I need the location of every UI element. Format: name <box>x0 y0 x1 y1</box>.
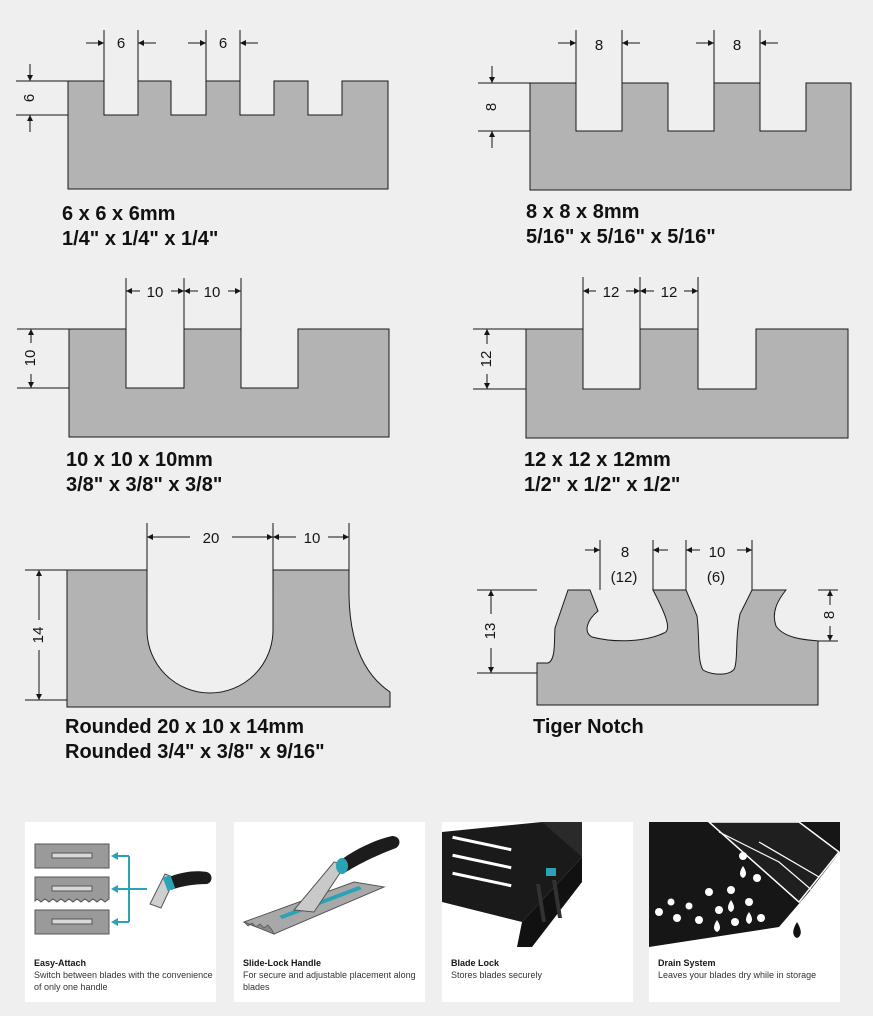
caption-12mm-metric: 12 x 12 x 12mm <box>524 449 671 471</box>
caption-6mm-imperial: 1/4" x 1/4" x 1/4" <box>62 228 219 250</box>
caption-12mm-imperial: 1/2" x 1/2" x 1/2" <box>524 474 681 496</box>
dim-tiger-width-2: 10 <box>709 544 726 561</box>
feature-desc-blade-lock: Stores blades securely <box>451 970 543 980</box>
dim-tiger-width-1: 8 <box>621 544 629 561</box>
caption-10mm-metric: 10 x 10 x 10mm <box>66 449 213 471</box>
feature-card-slide-lock: Slide-Lock Handle For secure and adjusta… <box>234 822 425 1002</box>
caption-rounded-metric: Rounded 20 x 10 x 14mm <box>65 716 304 738</box>
caption-rounded-imperial: Rounded 3/4" x 3/8" x 9/16" <box>65 741 325 763</box>
feature-card-drain-system: Drain System Leaves your blades dry whil… <box>649 822 840 1002</box>
caption-tiger: Tiger Notch <box>533 716 644 738</box>
blade-lock-illustration <box>442 822 633 947</box>
dim-tiger-width-2-alt: (6) <box>707 569 725 586</box>
feature-desc-slide-lock: For secure and adjustable placement alon… <box>243 970 416 992</box>
dim-rounded-width: 20 <box>203 530 220 547</box>
dim-10mm-width-2: 10 <box>204 284 221 301</box>
profile-12mm: 12 12 12 <box>473 277 849 439</box>
profile-8mm-shape <box>529 82 852 191</box>
dim-10mm-width-1: 10 <box>147 284 164 301</box>
feature-title-slide-lock: Slide-Lock Handle <box>243 958 322 968</box>
profile-rounded-shape <box>66 569 391 708</box>
profile-10mm: 10 10 10 <box>17 278 390 438</box>
dim-8mm-depth: 8 <box>483 103 500 111</box>
dim-rounded-depth: 14 <box>30 627 47 644</box>
profile-rounded: 20 10 14 <box>25 523 391 708</box>
drain-system-illustration <box>649 822 840 947</box>
caption-10mm-imperial: 3/8" x 3/8" x 3/8" <box>66 474 223 496</box>
caption-8mm-metric: 8 x 8 x 8mm <box>526 201 640 223</box>
dim-10mm-depth: 10 <box>22 350 39 367</box>
feature-card-easy-attach: Easy-Attach Switch between blades with t… <box>25 822 216 1002</box>
feature-title-easy-attach: Easy-Attach <box>34 958 87 968</box>
feature-desc-drain-system: Leaves your blades dry while in storage <box>658 970 817 980</box>
dim-tiger-depth: 13 <box>482 623 499 640</box>
profile-tiger: 8 (12) 10 (6) 13 8 <box>477 540 838 706</box>
profile-tiger-shape <box>536 589 819 706</box>
profile-8mm: 8 8 8 <box>478 30 852 191</box>
profile-10mm-shape <box>68 328 390 438</box>
caption-6mm-metric: 6 x 6 x 6mm <box>62 203 176 225</box>
notch-profiles-diagram: 6 6 6 8 8 8 <box>16 30 852 708</box>
dim-6mm-width-1: 6 <box>117 35 125 52</box>
dim-12mm-depth: 12 <box>478 351 495 368</box>
feature-card-blade-lock: Blade Lock Stores blades securely <box>442 822 633 1002</box>
dim-6mm-width-2: 6 <box>219 35 227 52</box>
dim-6mm-depth: 6 <box>21 94 38 102</box>
dim-12mm-width-2: 12 <box>661 284 678 301</box>
feature-title-drain-system: Drain System <box>658 958 716 968</box>
dim-tiger-width-1-alt: (12) <box>611 569 638 586</box>
caption-8mm-imperial: 5/16" x 5/16" x 5/16" <box>526 226 716 248</box>
dim-8mm-width-2: 8 <box>733 37 741 54</box>
feature-desc-easy-attach: Switch between blades with the convenien… <box>34 970 213 992</box>
profile-12mm-shape <box>525 328 849 439</box>
dim-8mm-width-1: 8 <box>595 37 603 54</box>
profile-6mm: 6 6 6 <box>16 30 389 190</box>
slide-lock-illustration <box>242 836 400 935</box>
dim-12mm-width-1: 12 <box>603 284 620 301</box>
easy-attach-illustration <box>34 843 212 935</box>
dim-tiger-side-depth: 8 <box>821 611 838 619</box>
feature-title-blade-lock: Blade Lock <box>451 958 500 968</box>
dim-rounded-spacing: 10 <box>304 530 321 547</box>
profile-6mm-shape <box>67 80 389 190</box>
